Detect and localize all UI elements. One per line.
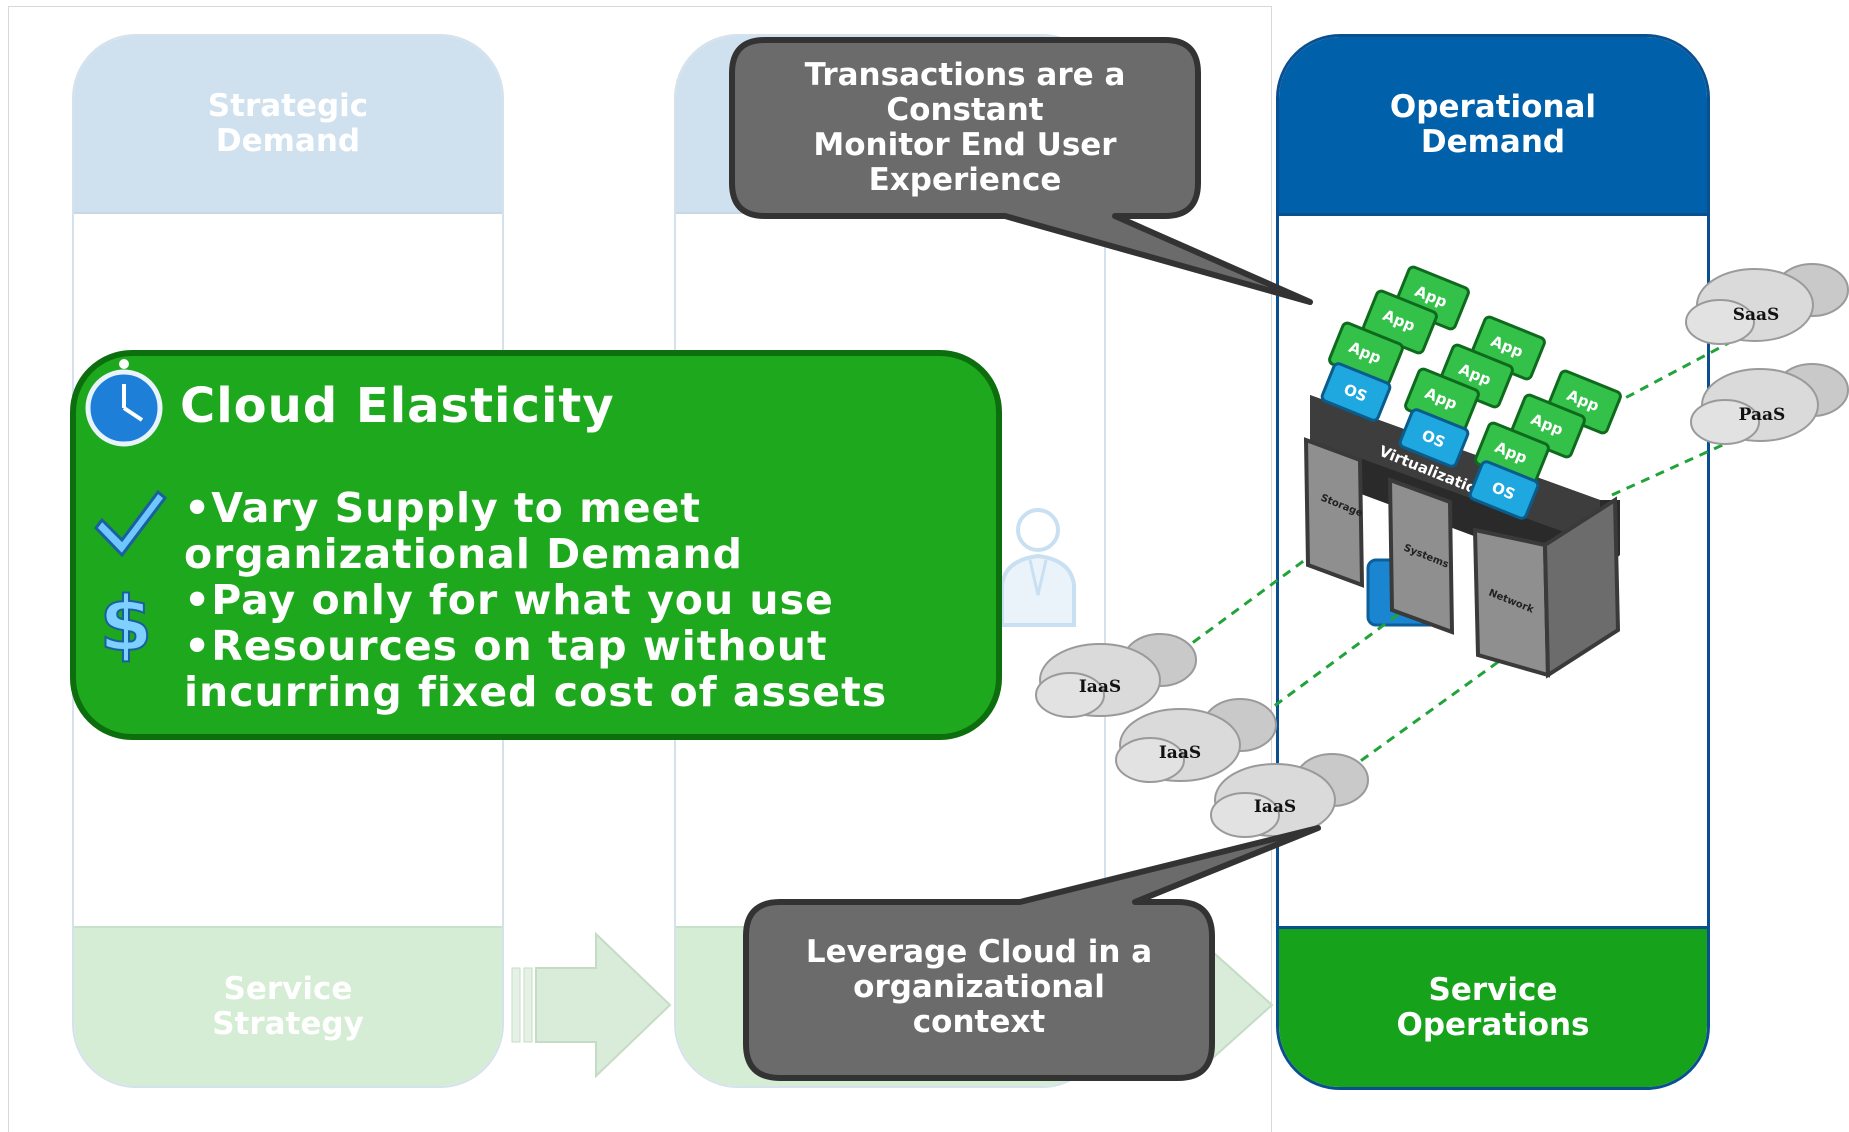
callout-bottom-text: Leverage Cloud in a organizational conte… <box>805 934 1153 1040</box>
cloud-iaas-icon: IaaS <box>1035 633 1197 718</box>
cloud-iaas-label: IaaS <box>1159 743 1201 763</box>
cloud-iaas-icon: IaaS <box>1210 753 1369 838</box>
checkmark-icon <box>94 489 168 558</box>
os-block: OS <box>1468 460 1540 520</box>
cloud-paas-icon: PaaS <box>1690 363 1849 445</box>
callout-top-bubble <box>729 37 1313 305</box>
lane-header-operational-demand: Operational Demand <box>1279 37 1707 216</box>
elasticity-title: Cloud Elasticity <box>180 378 615 434</box>
stopwatch-icon <box>85 359 163 447</box>
lane-footer-service-strategy: Service Strategy <box>74 926 502 1086</box>
cloud-paas-label: PaaS <box>1739 405 1786 425</box>
callout-bottom-bubble <box>743 825 1321 1081</box>
cloud-iaas-label: IaaS <box>1254 797 1296 817</box>
elasticity-bullet-vary-supply: •Vary Supply to meet organizational Dema… <box>184 484 743 578</box>
slide-frame <box>8 6 1272 1132</box>
user-figure-icon <box>1000 508 1076 627</box>
cloud-iaas-label: IaaS <box>1079 677 1121 697</box>
cloud-saas-icon: SaaS <box>1685 263 1849 345</box>
elasticity-bullet-pay-only: •Pay only for what you use <box>184 576 834 624</box>
cloud-iaas-icon: IaaS <box>1115 698 1277 783</box>
pillar-systems: Systems <box>1387 477 1455 635</box>
lane-header-strategic-demand: Strategic Demand <box>74 36 502 214</box>
callout-top-text: Transactions are a Constant Monitor End … <box>804 57 1126 198</box>
pillar-network: Network <box>1472 496 1621 679</box>
lane-footer-service-operations: Service Operations <box>1279 926 1707 1087</box>
dollar-icon: $ <box>99 578 154 669</box>
pillar-storage: Storage <box>1303 437 1364 588</box>
virtualization-stack: Virtualization Storage Systems Network A… <box>1303 265 1622 679</box>
cloud-elasticity-panel <box>70 350 1002 740</box>
elasticity-bullet-resources-on-tap: •Resources on tap without incurring fixe… <box>184 622 888 716</box>
cloud-saas-label: SaaS <box>1733 305 1780 325</box>
svg-text:$: $ <box>100 579 153 668</box>
app-block: App <box>1438 343 1514 409</box>
flow-arrow-1 <box>511 931 672 1079</box>
cloud-connection-lines <box>1179 336 1739 772</box>
os-block: OS <box>1320 362 1392 422</box>
os-block: OS <box>1398 408 1470 468</box>
